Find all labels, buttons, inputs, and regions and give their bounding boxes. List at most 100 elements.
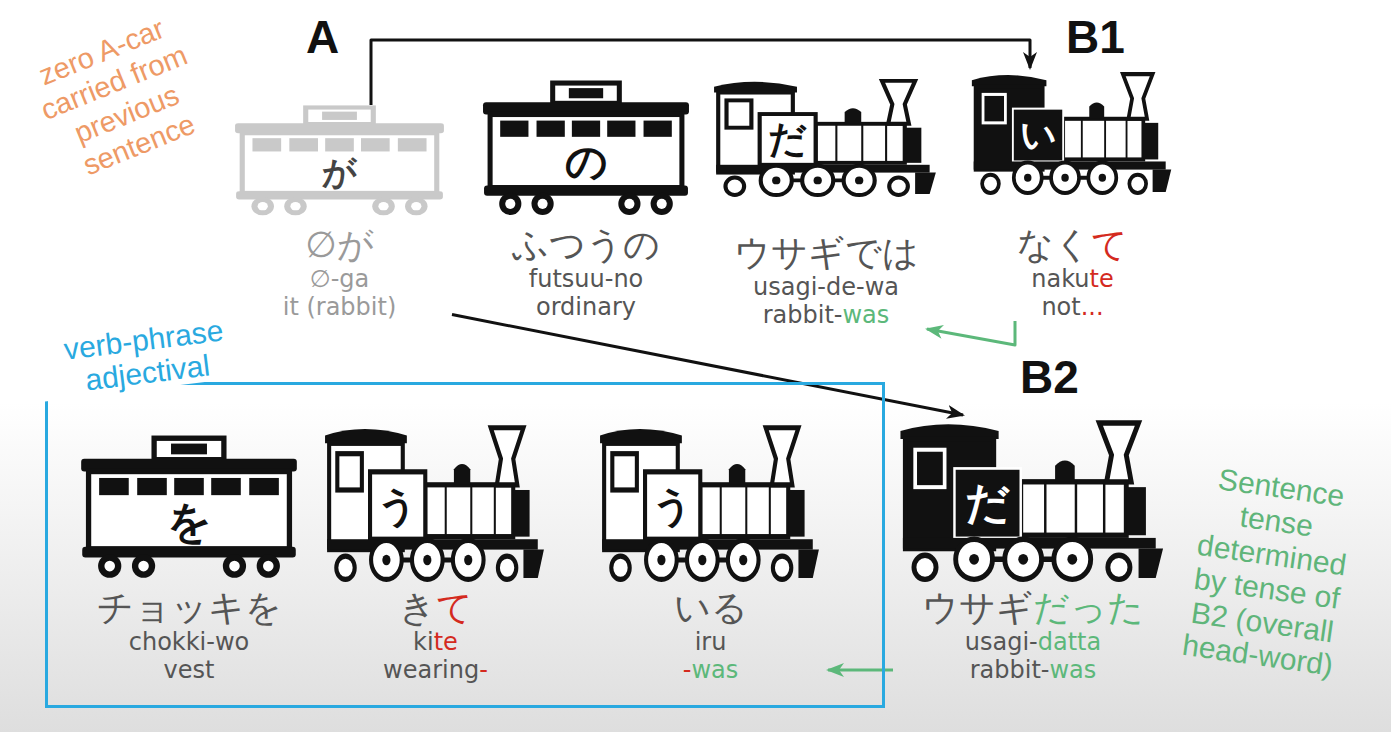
caption-text: chokki-wo [129,628,250,656]
car-figure: だ [898,415,1168,582]
car-kana: の [565,141,608,183]
car-drawing [972,74,1171,193]
caption-text: だった [1033,587,1144,628]
caption-line: iru [593,628,828,656]
car-kana: い [1020,117,1057,153]
group-label: verb-phrase adjectival [29,309,262,402]
caption-line: ∅-ga [227,265,452,293]
caption-line: futsuu-no [475,265,697,293]
caption-text: なく [1017,224,1091,265]
car-drawing [600,428,819,580]
caption-text: ウサギでは [734,232,919,273]
caption-text: チョッキを [97,587,282,628]
caption-line: -was [593,656,828,684]
group-box: verb-phrase adjectivalをチョッキをchokki-woves… [45,382,885,708]
caption-block: きてkitewearing- [318,588,553,684]
caption-block: いるiru-was [593,588,828,684]
car-drawing [81,438,297,578]
part-letter: A [306,12,339,63]
steam-locomotive [598,420,823,582]
car-figure: い [970,68,1175,195]
part-letter: B1 [1066,12,1125,63]
caption-line: not... [965,293,1180,321]
train-car-node: だウサギだったusagi-dattarabbit-was [893,415,1173,684]
caption-text: - [683,656,692,684]
train-car-node: うきてkitewearing- [318,420,553,684]
caption-text: - [479,656,488,684]
caption-line: いる [593,588,828,628]
caption-text: ∅-ga [310,265,370,293]
train-car-node: ういるiru-was [593,420,828,684]
car-drawing [900,423,1163,579]
caption-line: vest [73,656,305,684]
caption-block: ウサギではusagi-de-warabbit-was [707,233,945,329]
caption-line: ウサギでは [707,233,945,273]
caption-text: usagi- [965,628,1038,656]
caption-text: usagi-de-wa [753,273,899,301]
car-kana: う [377,486,418,526]
steam-locomotive [712,75,940,197]
car-drawing [483,83,689,215]
car-kana: う [652,486,693,526]
car-drawing [714,81,936,195]
connector-arrow [452,315,963,416]
caption-text: ウサギ [922,587,1033,628]
car-figure: う [598,420,823,582]
car-figure: う [323,420,548,582]
caption-text: ordinary [536,293,636,321]
caption-text: iru [695,628,727,656]
caption-text: was [1049,656,1096,684]
caption-line: なくて [965,225,1180,265]
caption-text: rabbit- [763,301,843,329]
caption-line: kite [318,628,553,656]
caption-line: chokki-wo [73,628,305,656]
caption-line: ∅が [227,225,452,265]
caption-line: きて [318,588,553,628]
car-figure: が [232,105,447,217]
steam-locomotive [323,420,548,582]
caption-text: ふつうの [512,224,660,265]
caption-block: ∅が∅-gait (rabbit) [227,225,452,321]
caption-block: ウサギだったusagi-dattarabbit-was [893,588,1173,684]
side-note: zero A-car carried from previous sentenc… [10,2,231,195]
steam-locomotive [898,415,1168,582]
caption-text: ∅が [305,224,373,265]
car-kana: が [322,155,357,189]
caption-text: ki [413,628,434,656]
steam-locomotive [970,68,1175,195]
caption-text: いる [674,587,748,628]
side-note: Sentence tense determined by tense of B2… [1169,459,1371,685]
caption-text: was [691,656,738,684]
caption-line: wearing- [318,656,553,684]
car-kana: だ [965,481,1010,525]
caption-text: te [1090,265,1114,293]
train-car-node: が ∅が∅-gait (rabbit) [227,105,452,321]
caption-text: vest [164,656,215,684]
caption-line: チョッキを [73,588,305,628]
caption-block: なくてnakutenot... [965,225,1180,321]
train-car-node: いなくてnakutenot... [965,68,1180,321]
caption-text: not [1041,293,1080,321]
caption-line: rabbit-was [707,301,945,329]
caption-text: て [436,587,473,628]
car-figure: だ [712,75,940,197]
caption-text: was [842,301,889,329]
caption-line: usagi-de-wa [707,273,945,301]
caption-line: ウサギだった [893,588,1173,628]
caption-block: ふつうのfutsuu-noordinary [475,225,697,321]
caption-text: て [1091,224,1128,265]
train-car-node: のふつうのfutsuu-noordinary [475,80,697,321]
caption-text: naku [1031,265,1089,293]
caption-text: き [399,587,436,628]
caption-text: wearing [383,656,479,684]
caption-text: it (rabbit) [283,293,397,321]
car-drawing [325,428,544,580]
connector-arrow [927,321,1015,345]
caption-line: it (rabbit) [227,293,452,321]
caption-line: usagi-datta [893,628,1173,656]
part-letter: B2 [1020,352,1079,403]
car-figure: を [78,435,300,580]
caption-text: ... [1081,293,1104,321]
caption-line: ordinary [475,293,697,321]
caption-text: datta [1038,628,1101,656]
